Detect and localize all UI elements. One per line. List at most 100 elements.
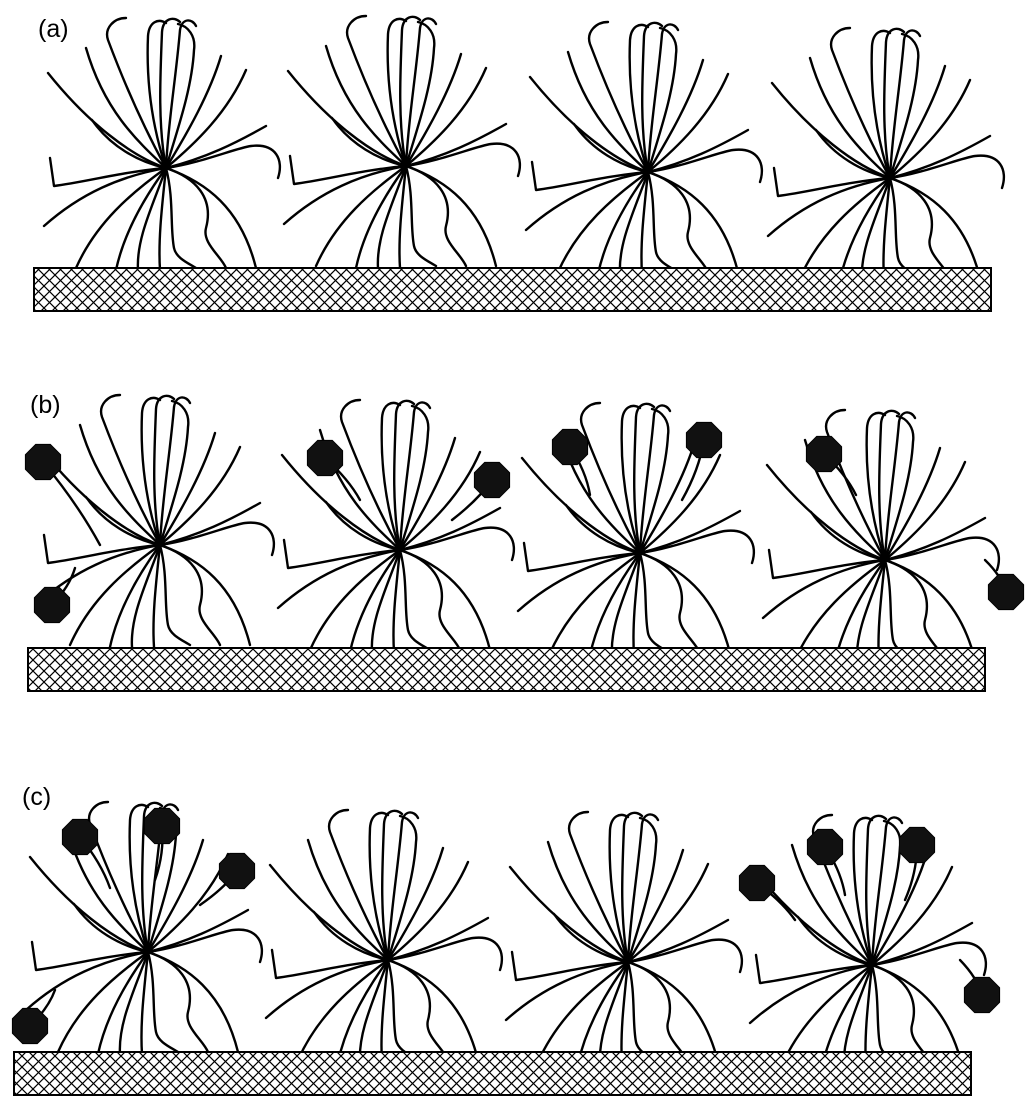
polymer-strand bbox=[628, 850, 683, 962]
polymer-strand bbox=[640, 553, 670, 653]
polymer-strand bbox=[160, 523, 274, 555]
polymer-strand bbox=[400, 550, 430, 650]
polymer-strand bbox=[642, 23, 662, 172]
polymer-strand bbox=[388, 862, 468, 960]
star-molecule bbox=[266, 810, 502, 1062]
polymer-strand bbox=[884, 29, 904, 178]
star-molecule bbox=[26, 802, 262, 1054]
polymer-strand bbox=[80, 425, 160, 545]
polymer-strand bbox=[400, 17, 420, 166]
polymer-strand bbox=[648, 60, 703, 172]
bound-particle bbox=[739, 865, 774, 900]
polymer-strand bbox=[640, 441, 695, 553]
star-molecule bbox=[763, 410, 999, 662]
polymer-strand bbox=[166, 168, 256, 268]
panel-c: (c) bbox=[12, 783, 999, 1095]
polymer-strand bbox=[394, 401, 414, 550]
panel-a-label: (a) bbox=[38, 15, 69, 43]
polymer-strand bbox=[890, 178, 920, 278]
polymer-strand bbox=[160, 545, 250, 645]
polymer-strand bbox=[400, 528, 514, 560]
polymer-strand bbox=[148, 952, 238, 1052]
polymer-strand bbox=[308, 840, 388, 960]
polymer-strand bbox=[628, 940, 742, 972]
polymer-strand bbox=[885, 560, 975, 660]
star-molecule bbox=[526, 22, 762, 274]
panel-a-substrate bbox=[34, 268, 991, 311]
polymer-strand bbox=[148, 930, 262, 962]
polymer-strand bbox=[548, 842, 628, 962]
polymer-strand bbox=[166, 168, 196, 268]
polymer-strand bbox=[648, 172, 738, 272]
star-molecule bbox=[44, 18, 280, 270]
star-molecule bbox=[278, 400, 514, 652]
polymer-strand bbox=[166, 70, 246, 168]
panel-a: (a) bbox=[34, 15, 1004, 311]
polymer-strand bbox=[885, 462, 965, 560]
polymer-strand bbox=[648, 74, 728, 172]
star-molecule bbox=[284, 16, 520, 268]
polymer-strand bbox=[400, 438, 455, 550]
polymer-strand bbox=[872, 965, 902, 1065]
polymer-strand bbox=[890, 156, 1004, 188]
bound-particle bbox=[899, 827, 934, 862]
polymer-strand bbox=[160, 447, 240, 545]
polymer-strand bbox=[160, 545, 190, 645]
polymer-strand bbox=[648, 150, 762, 182]
polymer-strand bbox=[872, 853, 927, 965]
panel-c-substrate bbox=[14, 1052, 971, 1095]
polymer-strand bbox=[866, 816, 886, 965]
polymer-strand bbox=[872, 965, 962, 1065]
bound-particle bbox=[144, 808, 179, 843]
polymer-strand bbox=[388, 848, 443, 960]
polymer-strand bbox=[640, 531, 754, 563]
bound-particle bbox=[307, 440, 342, 475]
polymer-strand bbox=[640, 455, 720, 553]
star-molecule bbox=[38, 395, 274, 647]
polymer-strand bbox=[382, 811, 402, 960]
panel-b: (b) bbox=[25, 391, 1023, 691]
polymer-strand bbox=[326, 46, 406, 166]
polymer-strand bbox=[810, 58, 890, 178]
bound-particle bbox=[62, 819, 97, 854]
polymer-strand bbox=[885, 448, 940, 560]
star-molecule bbox=[506, 812, 742, 1064]
bound-particle bbox=[964, 977, 999, 1012]
polymer-strand bbox=[154, 396, 174, 545]
polymer-strand bbox=[166, 146, 280, 178]
polymer-strand bbox=[628, 864, 708, 962]
polymer-strand bbox=[388, 960, 418, 1060]
polymer-strand bbox=[388, 938, 502, 970]
bound-particle bbox=[474, 462, 509, 497]
panel-b-molecules bbox=[38, 395, 999, 662]
star-molecule bbox=[768, 28, 1004, 280]
polymer-strand bbox=[400, 452, 480, 550]
bound-particle bbox=[806, 436, 841, 471]
polymer-strand bbox=[885, 538, 999, 570]
polymer-strand bbox=[648, 172, 678, 272]
polymer-strand bbox=[890, 178, 980, 278]
polymer-strand bbox=[148, 952, 178, 1052]
bound-particle bbox=[25, 444, 60, 479]
polymer-strand bbox=[148, 854, 228, 952]
polymer-strand bbox=[634, 404, 654, 553]
polymer-strand bbox=[628, 962, 658, 1062]
polymer-strand bbox=[640, 553, 730, 653]
polymer-strand bbox=[879, 411, 899, 560]
bound-particle bbox=[34, 587, 69, 622]
panel-b-label: (b) bbox=[30, 391, 61, 419]
polymer-strand bbox=[160, 433, 215, 545]
polymer-strand bbox=[890, 80, 970, 178]
panel-b-substrate bbox=[28, 648, 985, 691]
polymer-strand bbox=[86, 48, 166, 168]
polymer-strand bbox=[400, 550, 490, 650]
bound-particle bbox=[988, 574, 1023, 609]
polymer-strand bbox=[406, 54, 461, 166]
polymer-strand bbox=[406, 144, 520, 176]
polymer-strand bbox=[628, 962, 718, 1062]
polymer-strand bbox=[622, 813, 642, 962]
star-molecule bbox=[750, 815, 986, 1067]
panel-c-label: (c) bbox=[22, 783, 51, 811]
polymer-strand bbox=[568, 52, 648, 172]
